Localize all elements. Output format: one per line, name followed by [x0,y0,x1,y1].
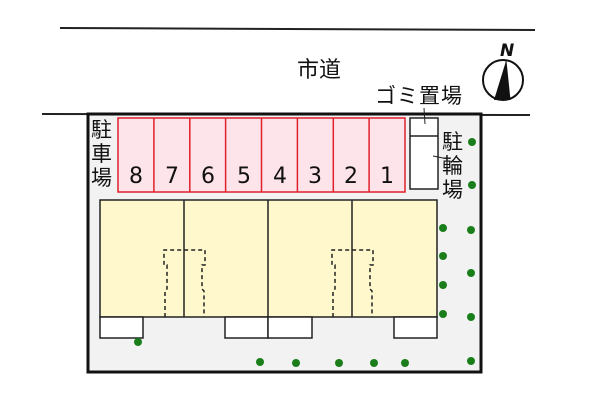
parking-lot [117,117,406,193]
parking-slot-number: 7 [165,164,179,189]
parking-slot-number: 4 [273,164,287,189]
parking-slot-number: 1 [380,164,394,189]
building-porches [99,316,438,339]
trash-area-label: ゴミ置場 [375,84,463,108]
parking-slot-number: 3 [308,164,322,189]
apartment-building [99,199,438,318]
trees [134,138,476,367]
trash-bike-structure [409,107,444,190]
parking-slot-number: 2 [344,164,358,189]
parking-slot-number: 8 [129,164,143,189]
north-compass-icon [482,59,524,101]
parking-label: 駐 車 場 [91,118,112,190]
road-label: 市道 [297,58,342,83]
bicycle-parking-label: 駐 輪 場 [442,130,463,202]
road-edge-top [59,27,536,31]
north-label: N [500,41,515,61]
parking-slot-number: 5 [237,164,251,189]
parking-slot-number: 6 [201,164,215,189]
